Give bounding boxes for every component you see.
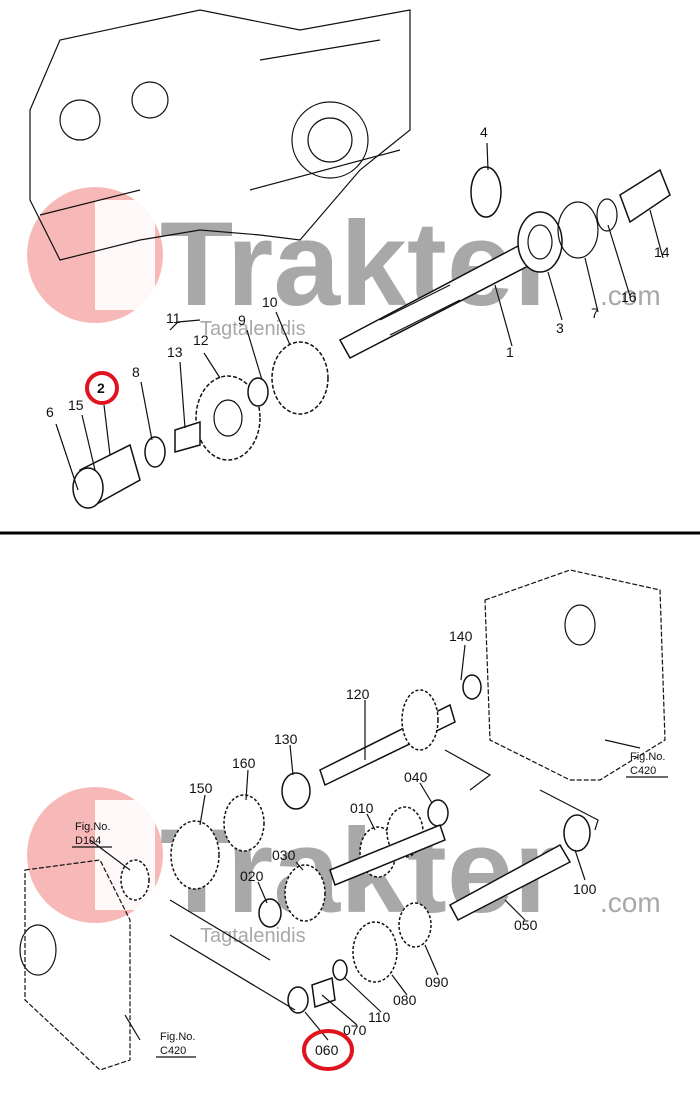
bottom-callouts: 140 120 130 160 150 040 010 030 020 100 … [72,628,668,1071]
callout-3: 3 [556,320,564,336]
callout-120: 120 [346,686,370,702]
housing-c420-right [484,569,666,781]
fig-ref-label: Fig.No. [630,751,665,763]
callout-080: 080 [393,992,417,1008]
callout-150: 150 [189,780,213,796]
callout-020: 020 [240,868,264,884]
callout-110: 110 [368,1009,391,1025]
callout-8: 8 [132,364,140,380]
callout-6: 6 [46,404,54,420]
fig-ref-c420-left[interactable]: C420 [160,1045,186,1057]
highlight-circle [85,371,119,405]
callout-10: 10 [262,294,278,310]
callout-040: 040 [404,769,428,785]
callout-070: 070 [343,1022,367,1038]
callout-14: 14 [654,244,670,260]
housing-c420-left [19,859,131,1071]
watermark-sub: Tagtalenidis [200,925,306,947]
callout-1: 1 [506,344,514,360]
watermark-top: Trakter .com Tagtalenidis [27,187,661,340]
callout-13: 13 [167,344,183,360]
fig-ref-label: Fig.No. [75,821,110,833]
callout-160: 160 [232,755,256,771]
callout-060-highlighted[interactable]: 060 [315,1042,339,1058]
top-callouts: 4 16 14 3 7 1 10 11 12 13 9 8 2 15 6 [46,124,670,420]
callout-11: 11 [166,310,181,326]
callout-140: 140 [449,628,473,644]
highlight-circle [302,1029,354,1071]
callout-2-highlighted[interactable]: 2 [97,380,105,396]
callout-100: 100 [573,881,597,897]
callout-090: 090 [425,974,449,990]
callout-130: 130 [274,731,298,747]
callout-010: 010 [350,800,374,816]
callout-7: 7 [591,305,599,321]
watermark-sub: Tagtalenidis [200,318,306,340]
callout-12: 12 [193,332,209,348]
callout-030: 030 [272,847,296,863]
transmission-housing [29,9,411,261]
gear-train-assembly [120,674,591,1014]
callout-16: 16 [621,289,637,305]
fig-ref-d104[interactable]: D104 [75,835,101,847]
fig-ref-c420-right[interactable]: C420 [630,765,656,777]
fig-ref-label: Fig.No. [160,1031,195,1043]
callout-15: 15 [68,397,84,413]
callout-050: 050 [514,917,538,933]
callout-4: 4 [480,124,488,140]
callout-9: 9 [238,312,246,328]
watermark-suffix: .com [600,887,661,918]
main-shaft-assembly [72,166,671,509]
